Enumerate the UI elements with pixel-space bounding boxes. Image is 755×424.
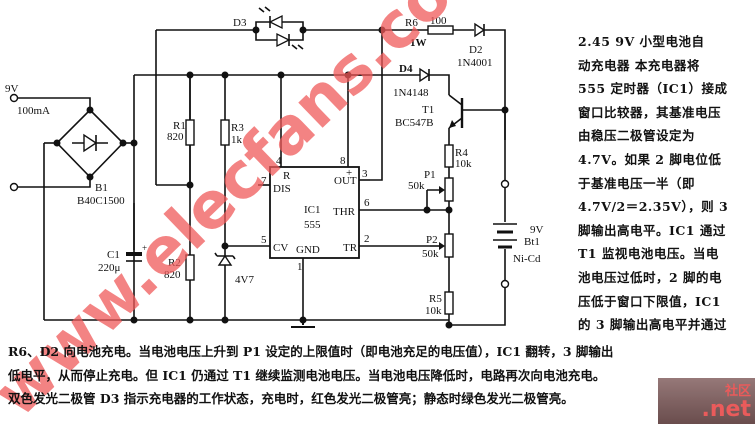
c1-ref: C1 <box>107 249 120 261</box>
pin-7-number: 7 <box>261 175 267 187</box>
description-bottom: R6、D2 向电池充电。当电池电压上升到 P1 设定的上限值时（即电池充足的电压… <box>8 340 753 411</box>
ic1-value: 555 <box>304 219 321 231</box>
battery-type: Ni-Cd <box>513 253 541 265</box>
svg-text:+: + <box>142 243 147 253</box>
pin-5-number: 5 <box>261 234 267 246</box>
bridge-rectifier-b1: B1 B40C1500 <box>53 106 127 207</box>
side-line: 脚输出高电平。IC1 通过 <box>578 222 726 238</box>
b1-value: B40C1500 <box>77 195 125 207</box>
logo-text: .net <box>701 397 751 422</box>
bottom-line: 双色发光二极管 D3 指示充电器的工作状态，充电时，红色发光二极管亮；静态时绿色… <box>8 391 574 406</box>
pin-3-number: 3 <box>362 168 368 180</box>
r6-power: 1W <box>410 37 427 49</box>
side-line: T1 监视电池电压。当电 <box>578 246 719 262</box>
input-current-label: 100mA <box>17 105 50 117</box>
input-terminal-positive <box>9 93 19 103</box>
side-line: 555 定时器（IC1）接成 <box>578 81 728 97</box>
potentiometer-p2: P2 50k <box>422 233 454 292</box>
resistor-r3: R3 1k <box>220 75 244 320</box>
r5-value: 10k <box>425 305 442 317</box>
battery-ref: Bt1 <box>524 236 540 248</box>
r1-value: 820 <box>167 131 184 143</box>
zener-value: 4V7 <box>235 274 254 286</box>
description-side: 2.45 9V 小型电池自 动充电器 本充电器将 555 定时器（IC1）接成 … <box>578 30 753 337</box>
zener-diode: 4V7 <box>214 242 254 286</box>
led-d3-bicolor: D3 <box>233 6 307 50</box>
side-line: 由稳压二极管设定为 <box>578 128 696 144</box>
pin-r-label: R <box>283 170 291 182</box>
resistor-r2: R2 820 <box>164 181 195 281</box>
pin-1-number: 1 <box>297 261 303 273</box>
transistor-t1: T1 BC547B <box>395 94 509 129</box>
ic1-ref: IC1 <box>304 204 321 216</box>
capacitor-c1: + C1 220μ <box>98 203 147 274</box>
p1-value: 50k <box>408 180 425 192</box>
diode-d2: D2 1N4001 <box>457 22 492 69</box>
r4-value: 10k <box>455 158 472 170</box>
pin-tr-label: TR <box>343 242 358 254</box>
side-line: 窗口比较器，其基准电压 <box>578 104 722 120</box>
pin-cv-label: CV <box>273 242 288 254</box>
t1-value: BC547B <box>395 117 434 129</box>
side-line: 压低于窗口下限值，IC1 <box>578 293 721 309</box>
r2-value: 820 <box>164 269 181 281</box>
side-line: 池电压过低时，2 脚的电 <box>578 269 723 285</box>
r6-value: 100 <box>430 15 447 27</box>
pin-plus-label: + <box>346 167 352 179</box>
bottom-line: R6、D2 向电池充电。当电池电压上升到 P1 设定的上限值时（即电池充足的电压… <box>8 344 614 359</box>
d4-value: 1N4148 <box>393 87 429 99</box>
pin-out-label: OUT <box>334 175 357 187</box>
site-logo: 社区 .net <box>658 378 755 424</box>
b1-ref: B1 <box>95 182 108 194</box>
resistor-r4: R4 10k <box>444 144 472 170</box>
side-line: 动充电器 本充电器将 <box>578 57 700 73</box>
p1-ref: P1 <box>424 169 436 181</box>
pin-8-number: 8 <box>340 155 346 167</box>
r3-ref: R3 <box>231 122 244 134</box>
side-line: 于基准电压一半（即 <box>578 175 696 191</box>
resistor-r1: R1 820 <box>167 75 195 320</box>
r4-ref: R4 <box>455 147 468 159</box>
side-line: 的 3 脚输出高电平并通过 <box>578 317 727 333</box>
pin-dis-label: DIS <box>273 183 291 195</box>
resistor-r5: R5 10k <box>425 291 454 329</box>
p2-value: 50k <box>422 248 439 260</box>
r3-value: 1k <box>231 134 243 146</box>
t1-ref: T1 <box>422 104 434 116</box>
r2-ref: R2 <box>168 257 181 269</box>
ic1-555-timer: 4 R 7 DIS 8 + OUT 3 IC1 555 THR 6 5 CV G… <box>258 75 430 320</box>
diode-d4: D4 1N4148 <box>348 63 431 99</box>
side-line: 2.45 9V 小型电池自 <box>578 34 705 49</box>
p2-ref: P2 <box>426 234 438 246</box>
d4-ref: D4 <box>399 63 413 75</box>
d2-ref: D2 <box>469 44 482 56</box>
side-line: 4.7V/2＝2.35V），则 3 <box>578 199 729 215</box>
d3-ref: D3 <box>233 17 247 29</box>
d2-value: 1N4001 <box>457 57 492 69</box>
r6-ref: R6 <box>405 17 418 29</box>
potentiometer-p1: P1 50k <box>408 167 454 234</box>
r1-ref: R1 <box>173 120 186 132</box>
input-voltage-label: 9V <box>5 83 19 95</box>
logo-top-text: 社区 <box>724 384 751 399</box>
input-terminal-negative <box>9 182 19 192</box>
pin-2-number: 2 <box>364 233 370 245</box>
pin-gnd-label: GND <box>296 244 320 256</box>
resistor-r6: R6 100 1W <box>405 15 454 49</box>
bottom-line: 低电平，从而停止充电。但 IC1 仍通过 T1 继续监测电池电压。当电池电压降低… <box>8 367 606 383</box>
pin-6-number: 6 <box>364 197 370 209</box>
battery-voltage: 9V <box>530 224 544 236</box>
c1-value: 220μ <box>98 262 121 274</box>
r5-ref: R5 <box>429 293 442 305</box>
pin-4-number: 4 <box>276 155 282 167</box>
side-line: 4.7V。如果 2 脚电位低 <box>578 151 722 167</box>
circuit-schematic: 9V 100mA B1 B40C1500 + C1 220μ <box>5 6 544 329</box>
battery-bt1: 9V Bt1 Ni-Cd <box>449 110 544 326</box>
pin-thr-label: THR <box>333 206 356 218</box>
